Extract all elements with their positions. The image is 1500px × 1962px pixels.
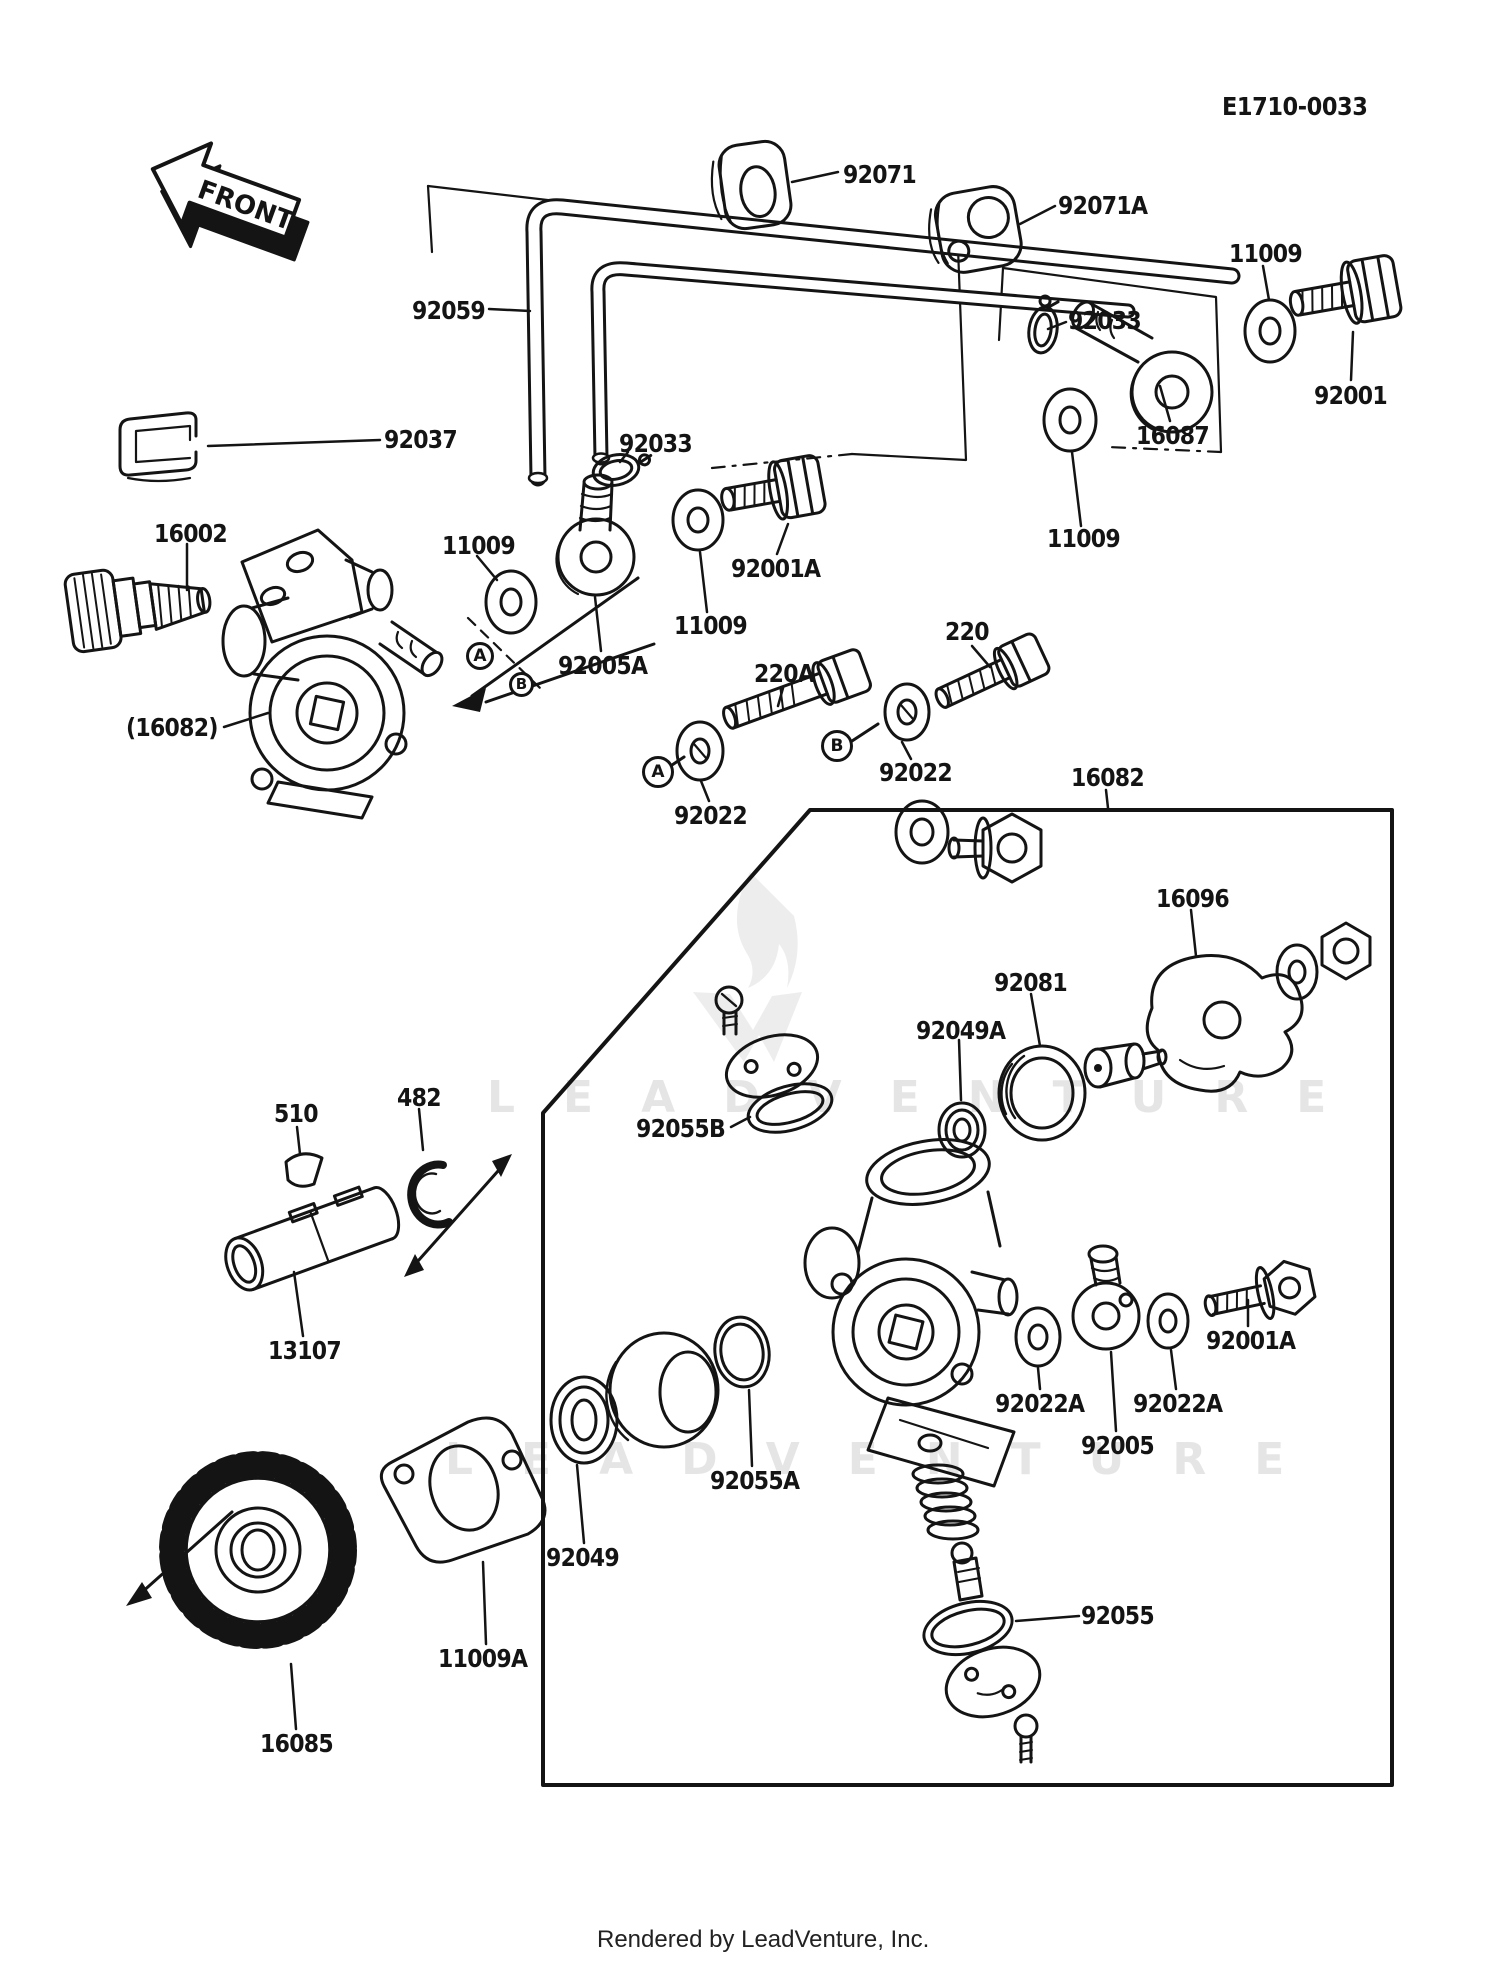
part-label-92037: 92037: [384, 425, 458, 454]
callout-marker-a1: A: [466, 642, 494, 670]
part-label-16002: 16002: [154, 519, 228, 548]
pump-shaft-13107: [224, 1185, 401, 1292]
part-label-92033: 92033: [1068, 306, 1142, 335]
oil-pump-16082-installed: [221, 528, 444, 820]
part-label-16082-ref: (16082): [126, 713, 218, 742]
washer-92022A-right: [1146, 1292, 1190, 1350]
grommet-92071: [710, 139, 793, 231]
part-label-11009A: 11009A: [438, 1644, 528, 1673]
part-label-92022A-b: 92022A: [1133, 1389, 1223, 1418]
valve-body-16096: [1145, 921, 1372, 1093]
banjo-fitting-16087: [1071, 300, 1214, 434]
fitting-16002: [63, 568, 212, 654]
oil-pump-16082-exploded: [803, 1138, 1019, 1488]
assembly-boundary-16082: [541, 808, 1394, 1787]
part-label-92081: 92081: [994, 968, 1068, 997]
part-label-92055: 92055: [1081, 1601, 1155, 1630]
pump-cup: [605, 1331, 720, 1449]
leader-lines: [185, 170, 1355, 1731]
grommet-92071A: [928, 185, 1023, 274]
part-label-16082: 16082: [1071, 763, 1145, 792]
washer-92022A-left: [1014, 1306, 1062, 1368]
pump-gear-16085: [159, 1451, 357, 1649]
bolt-220: [934, 632, 1051, 709]
washer-11009-left: [484, 569, 538, 635]
part-label-11009-b: 11009: [442, 531, 516, 560]
part-label-220: 220: [945, 617, 990, 646]
clamp-92037: [118, 411, 198, 483]
relief-valve-set: [911, 1463, 1042, 1764]
washer-92022-a: [675, 720, 725, 782]
spring-92081: [997, 1044, 1087, 1142]
render-credit: Rendered by LeadVenture, Inc.: [597, 1926, 930, 1953]
part-label-92005: 92005: [1081, 1431, 1155, 1460]
gasket-11009A: [379, 1416, 547, 1564]
part-label-16085: 16085: [260, 1729, 334, 1758]
part-label-11009-d: 11009: [674, 611, 748, 640]
part-label-92022A: 92022A: [995, 1389, 1085, 1418]
callout-marker-b2: B: [821, 730, 853, 762]
callout-marker-a2: A: [642, 756, 674, 788]
banjo-bolt-92001: [1288, 254, 1403, 325]
front-arrow-icon: FRONT: [150, 141, 310, 262]
banjo-bolt-92001A-lower: [1203, 1259, 1317, 1321]
part-label-16087: 16087: [1136, 421, 1210, 450]
part-label-92055A: 92055A: [710, 1466, 800, 1495]
banjo-bolt-92001A: [720, 454, 827, 521]
watermark-text-2: LEADVENTURE: [445, 1434, 1333, 1485]
part-label-92001: 92001: [1314, 381, 1388, 410]
part-label-11009: 11009: [1229, 239, 1303, 268]
part-label-92022-b: 92022: [674, 801, 748, 830]
part-label-482: 482: [397, 1083, 442, 1112]
part-label-13107: 13107: [268, 1336, 342, 1365]
part-label-92049A: 92049A: [916, 1016, 1006, 1045]
washer-11009-top-right: [1243, 298, 1297, 364]
box-top-washer-bolt: [894, 799, 1043, 884]
oil-hose-92059: [525, 198, 1241, 487]
clamp-92033-upper: [1027, 294, 1060, 355]
part-label-92049: 92049: [546, 1543, 620, 1572]
part-label-92001A: 92001A: [731, 554, 821, 583]
part-label-220A: 220A: [754, 659, 815, 688]
callout-marker-b1: B: [509, 672, 534, 697]
gear-arrow: [126, 1510, 234, 1606]
part-label-92022: 92022: [879, 758, 953, 787]
pointer-arrow-ab: [452, 576, 880, 767]
washer-92022-b: [883, 682, 931, 742]
part-label-92033-b: 92033: [619, 429, 693, 458]
double-arrow: [404, 1154, 512, 1277]
banjo-fitting-92005A: [555, 473, 636, 597]
banjo-fitting-92005: [1071, 1244, 1141, 1351]
part-label-92071: 92071: [843, 160, 917, 189]
plunger-assembly: [1083, 1042, 1168, 1089]
washer-11009-mid: [671, 488, 725, 552]
diagram-code: E1710-0033: [1222, 92, 1368, 121]
part-label-92055B: 92055B: [636, 1114, 726, 1143]
watermark-text: LEADVENTURE: [487, 1072, 1375, 1123]
part-label-92001A-b: 92001A: [1206, 1326, 1296, 1355]
part-label-92005A: 92005A: [558, 651, 648, 680]
circlip-482: [407, 1160, 453, 1229]
woodruff-key-510: [284, 1152, 324, 1188]
part-label-92071A: 92071A: [1058, 191, 1148, 220]
part-label-510: 510: [274, 1099, 319, 1128]
bolt-220A: [722, 648, 872, 730]
part-label-16096: 16096: [1156, 884, 1230, 913]
o-ring-92055A: [713, 1315, 771, 1389]
part-label-11009-c: 11009: [1047, 524, 1121, 553]
part-label-92059: 92059: [412, 296, 486, 325]
washer-11009-right-lower: [1042, 387, 1098, 453]
cover-set-92055B: [714, 985, 834, 1134]
